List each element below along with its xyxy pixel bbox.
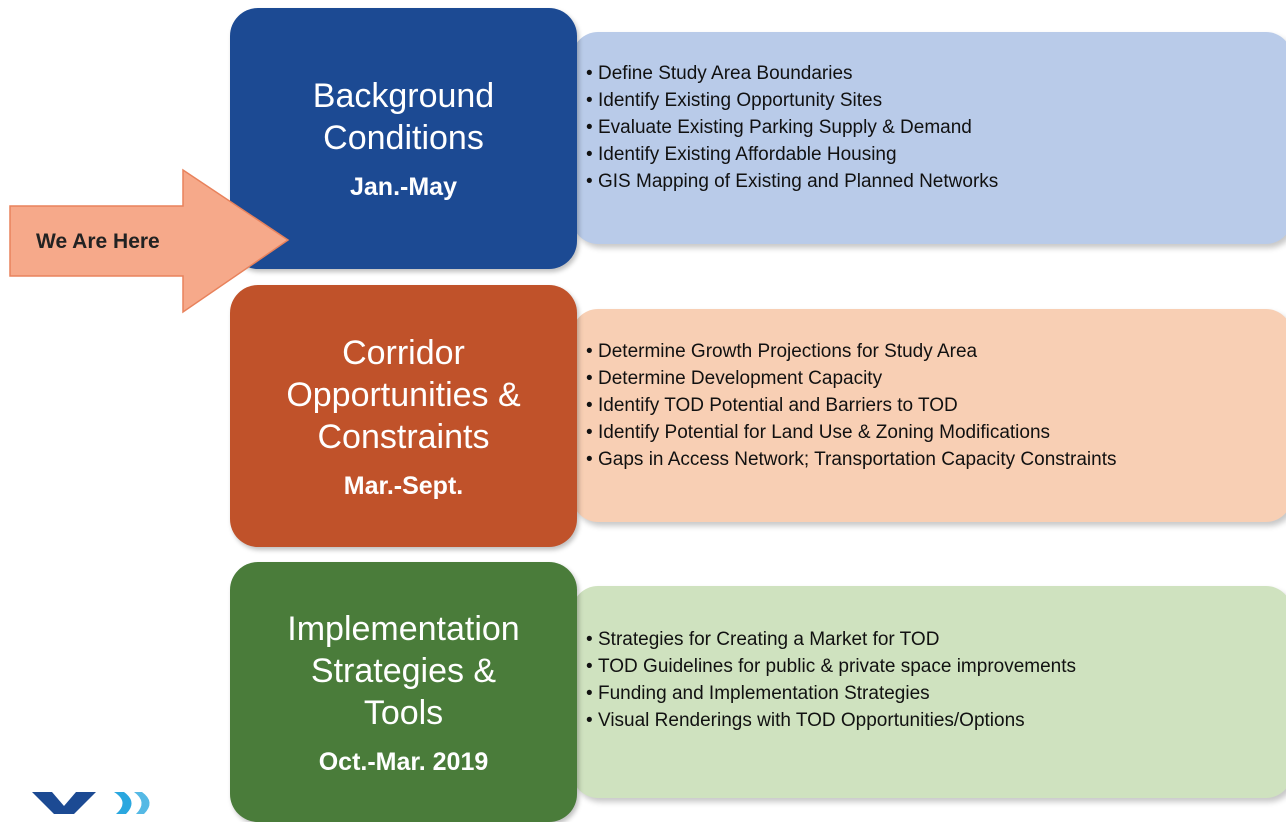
phase-title: Corridor Opportunities & Constraints	[286, 332, 520, 458]
phase-3-task-panel: Strategies for Creating a Market for TOD…	[572, 586, 1286, 798]
task-item: GIS Mapping of Existing and Planned Netw…	[586, 168, 998, 195]
phase-2-task-list: Determine Growth Projections for Study A…	[586, 338, 1117, 473]
task-item: Evaluate Existing Parking Supply & Deman…	[586, 114, 998, 141]
task-item: Identify Existing Affordable Housing	[586, 141, 998, 168]
phase-dates: Oct.-Mar. 2019	[318, 747, 489, 776]
phase-title-line: Tools	[363, 693, 444, 732]
logo-icon	[32, 792, 150, 814]
task-item: TOD Guidelines for public & private spac…	[586, 653, 1076, 680]
task-item: Visual Renderings with TOD Opportunities…	[586, 707, 1076, 734]
phase-dates: Mar.-Sept.	[343, 471, 464, 500]
task-item: Define Study Area Boundaries	[586, 60, 998, 87]
phase-title: Implementation Strategies & Tools	[287, 608, 519, 734]
task-item: Funding and Implementation Strategies	[586, 680, 1076, 707]
we-are-here-label: We Are Here	[36, 230, 160, 253]
task-item: Strategies for Creating a Market for TOD	[586, 626, 1076, 653]
task-item: Identify Existing Opportunity Sites	[586, 87, 998, 114]
phase-title-line: Strategies &	[310, 651, 497, 690]
phase-title-line: Corridor	[342, 333, 465, 372]
task-item: Gaps in Access Network; Transportation C…	[586, 446, 1117, 473]
phase-dates: Jan.-May	[350, 173, 457, 201]
phase-title-line: Opportunities &	[286, 375, 521, 414]
phase-title: Background Conditions	[313, 75, 494, 159]
phase-3-box: Implementation Strategies & Tools Oct.-M…	[230, 562, 577, 822]
phase-3-task-list: Strategies for Creating a Market for TOD…	[586, 626, 1076, 734]
phase-1-task-panel: Define Study Area Boundaries Identify Ex…	[572, 32, 1286, 244]
task-item: Determine Growth Projections for Study A…	[586, 338, 1117, 365]
phase-title-line: Constraints	[317, 417, 490, 456]
phase-title-line: Background	[312, 77, 495, 115]
phase-1-task-list: Define Study Area Boundaries Identify Ex…	[586, 60, 998, 195]
task-item: Identify TOD Potential and Barriers to T…	[586, 392, 1117, 419]
task-item: Identify Potential for Land Use & Zoning…	[586, 419, 1117, 446]
phase-title-line: Conditions	[323, 119, 484, 157]
phase-2-box: Corridor Opportunities & Constraints Mar…	[230, 285, 577, 547]
phase-title-line: Implementation	[287, 609, 520, 648]
phase-2-task-panel: Determine Growth Projections for Study A…	[572, 309, 1286, 522]
phase-1-box: Background Conditions Jan.-May	[230, 8, 577, 269]
we-are-here-arrow-icon	[9, 168, 290, 314]
task-item: Determine Development Capacity	[586, 365, 1117, 392]
